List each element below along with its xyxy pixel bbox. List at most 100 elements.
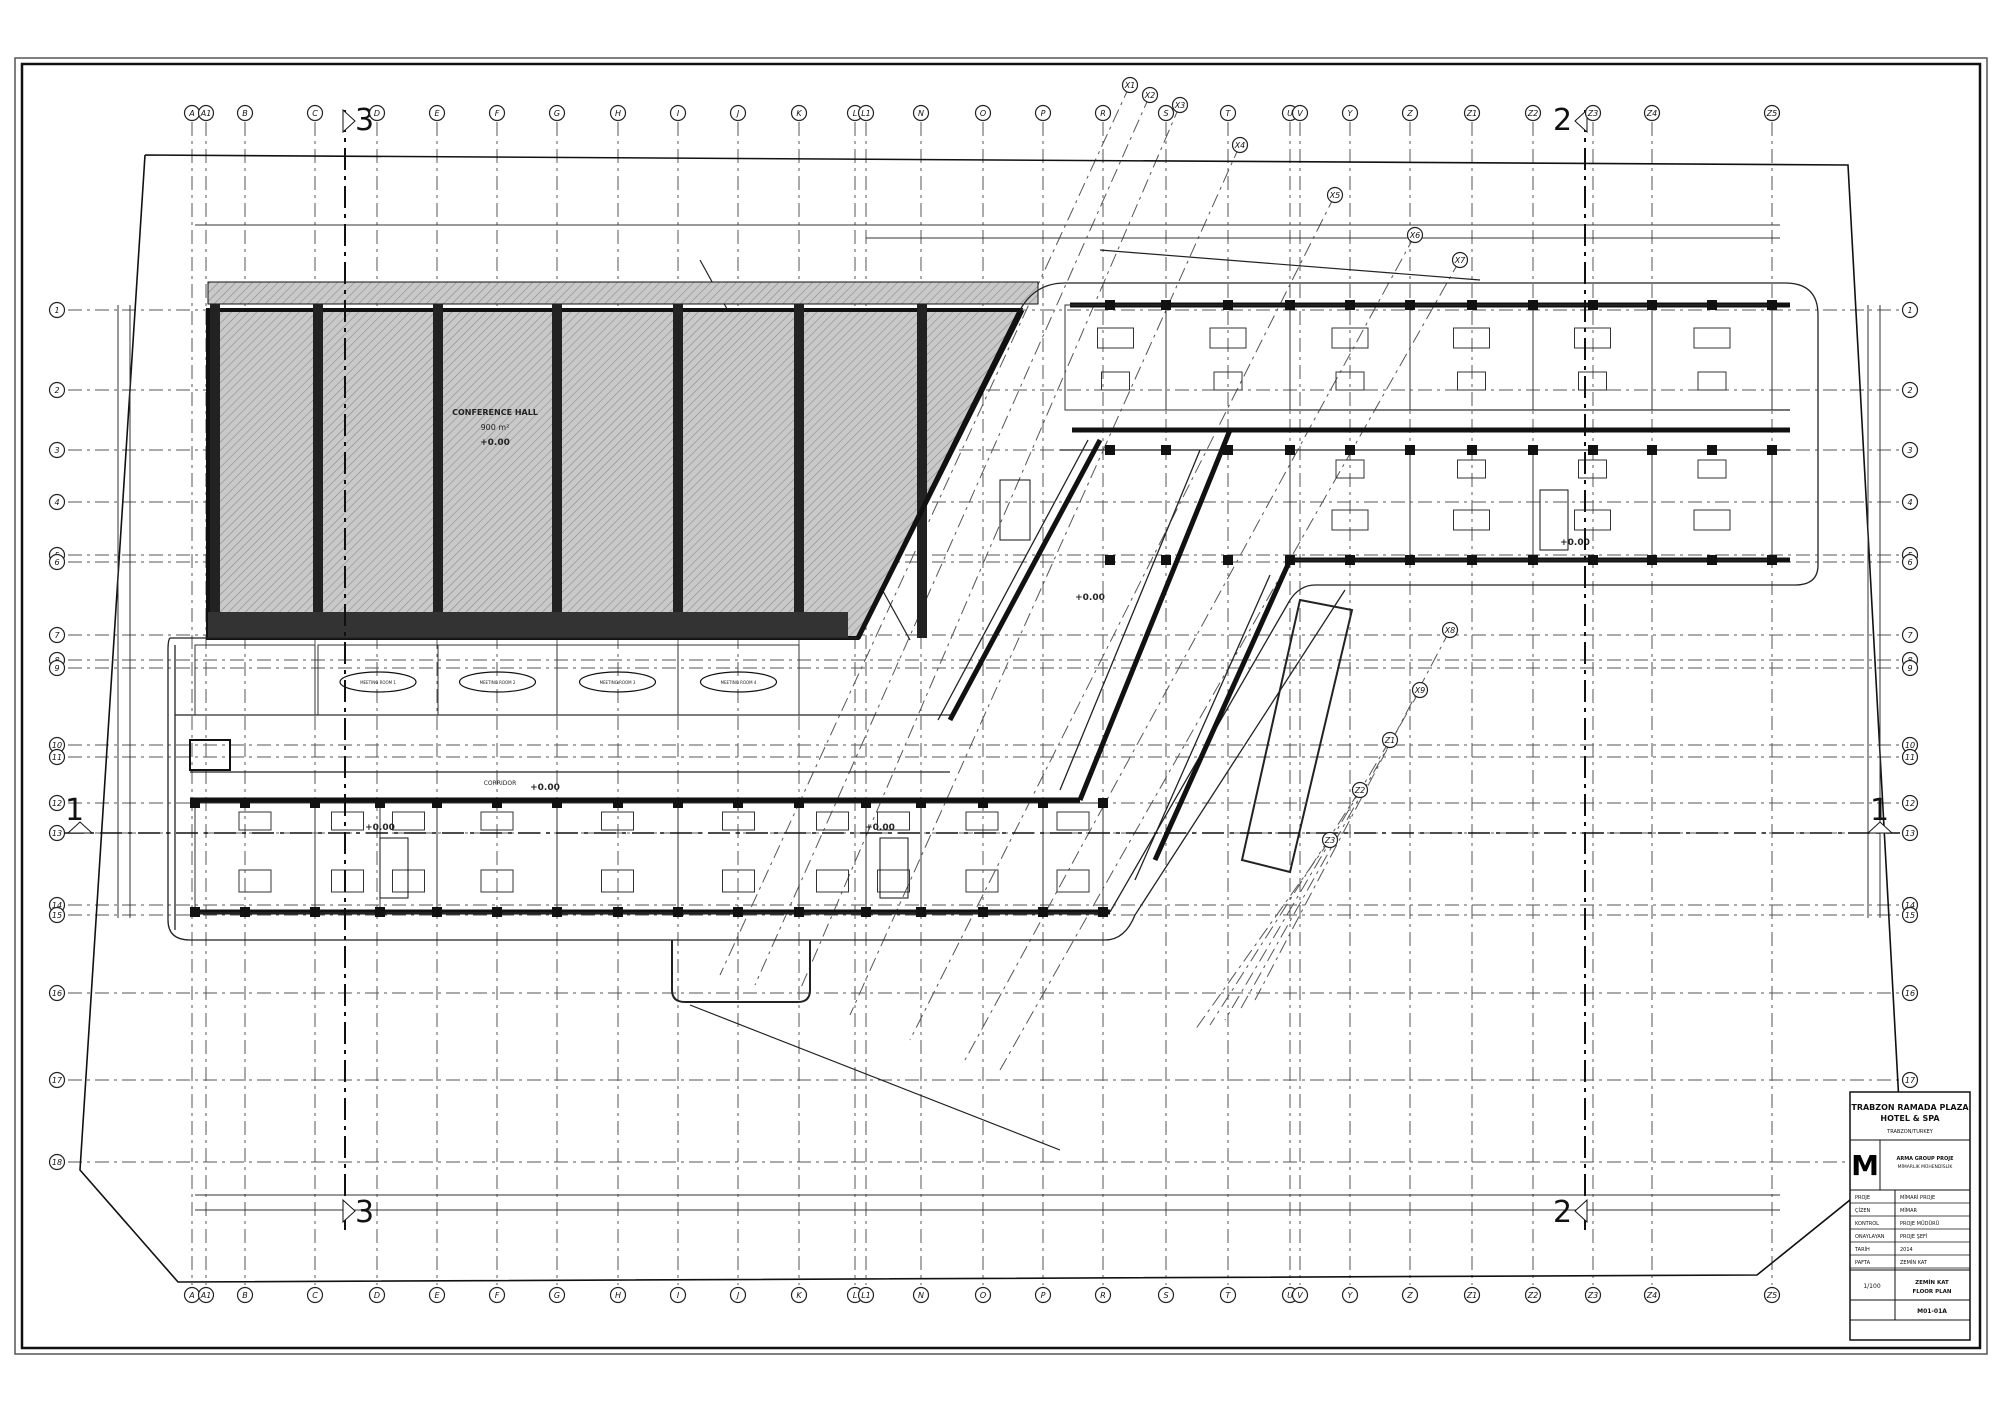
column: [1038, 798, 1048, 808]
column-bubble-top: E: [428, 104, 446, 122]
grid-bubble-circle: [1291, 1286, 1309, 1304]
column: [1038, 907, 1048, 917]
title-row-value: MİMARİ PROJE: [1900, 1194, 1935, 1201]
column: [375, 907, 385, 917]
column-bubble-top: O: [974, 104, 992, 122]
section-label-left: 1: [65, 793, 84, 828]
grid-bubble-label: 6: [54, 558, 59, 567]
angled-grid-bubble: X5: [1326, 186, 1344, 204]
row-bubble-left: 18: [48, 1153, 66, 1171]
grid-bubble-circle: [974, 104, 992, 122]
meeting-room-outline: [677, 644, 800, 716]
row-bubble-left: 17: [48, 1071, 66, 1089]
grid-bubble-circle: [48, 381, 66, 399]
column-bubble-bottom: Z4: [1643, 1286, 1661, 1304]
room-bathroom: [816, 811, 849, 831]
section-label-bottom-a: 3: [355, 1195, 374, 1230]
room-outline: [1651, 304, 1773, 411]
grid-bubble-label: D: [374, 109, 380, 118]
column: [794, 798, 804, 808]
column-bubble-top: Z: [1401, 104, 1419, 122]
column-bubble-top: R: [1094, 104, 1112, 122]
column-bubble-bottom: I: [669, 1286, 687, 1304]
grid-bubble-label: 2: [54, 386, 59, 395]
column: [432, 907, 442, 917]
grid-bubble-circle: [1901, 984, 1919, 1002]
column: [1405, 555, 1415, 565]
room-bed: [1056, 869, 1090, 893]
grid-line-angled: [964, 234, 1416, 1061]
column-bubble-bottom: O: [974, 1286, 992, 1304]
grid-bubble-label: Z2: [1354, 786, 1366, 795]
column-bubble-top: N: [912, 104, 930, 122]
meeting-table: [699, 671, 778, 693]
south-wing-wall: [190, 797, 1110, 915]
grid-line-angled: [909, 194, 1336, 1041]
hall-column-line: [794, 304, 804, 638]
column: [240, 907, 250, 917]
grid-bubble-label: G: [554, 1291, 560, 1300]
firm-logo: M: [1851, 1149, 1879, 1182]
title-row-key: PROJE: [1855, 1195, 1870, 1201]
conference-hall-area: [206, 308, 1024, 640]
title-row-key: ÇİZEN: [1855, 1207, 1871, 1214]
grid-bubble-label: X8: [1444, 626, 1456, 635]
guest-room: [1064, 304, 1167, 411]
room-bathroom: [965, 811, 999, 831]
south-entrance-canopy: [671, 940, 811, 1003]
column: [1105, 445, 1115, 455]
column: [1528, 445, 1538, 455]
grid-bubble-circle: [729, 1286, 747, 1304]
angled-grid-bubble: X3: [1171, 96, 1189, 114]
room-bed: [877, 869, 910, 893]
hall-column-line: [313, 304, 323, 638]
scale-value: 1/100: [1863, 1283, 1880, 1290]
title-row-value: PROJE ŞEFİ: [1900, 1233, 1927, 1240]
row-bubble-right: 6: [1901, 553, 1919, 571]
room-bed: [722, 869, 755, 893]
north-wing-wall: [1070, 302, 1790, 563]
column-bubble-top: T: [1219, 104, 1237, 122]
column: [733, 798, 743, 808]
title-row-value: MİMAR: [1900, 1207, 1918, 1214]
room-bed: [1209, 327, 1247, 349]
room-bed: [1331, 327, 1369, 349]
grid-bubble-label: Z: [1406, 109, 1413, 118]
column: [1467, 555, 1477, 565]
room-bed: [1574, 509, 1611, 531]
grid-bubble-label: I: [677, 109, 680, 118]
column-bubble-top: G: [548, 104, 566, 122]
room-bed: [1453, 509, 1490, 531]
grid-bubble-circle: [1406, 226, 1424, 244]
column: [861, 907, 871, 917]
column: [1405, 445, 1415, 455]
level-mark: +0.00: [1560, 538, 1590, 548]
row-bubble-right: 16: [1901, 984, 1919, 1002]
grid-bubble-circle: [1643, 104, 1661, 122]
title-row-key: ONAYLAYAN: [1855, 1234, 1885, 1240]
grid-bubble-label: D: [374, 1291, 380, 1300]
guest-room: [865, 802, 922, 914]
grid-bubble-circle: [306, 104, 324, 122]
guest-room: [1042, 802, 1104, 914]
grid-bubble-circle: [790, 1286, 808, 1304]
room-bathroom: [1101, 371, 1130, 391]
grid-bubble-circle: [1584, 104, 1602, 122]
grid-bubble-circle: [1901, 1071, 1919, 1089]
level-mark: +0.00: [1075, 593, 1105, 603]
column: [190, 907, 200, 917]
row-bubble-left: 6: [48, 553, 66, 571]
grid-bubble-label: H: [615, 1291, 621, 1300]
grid-bubble-label: Z: [1406, 1291, 1413, 1300]
grid-bubble-label: 3: [54, 446, 59, 455]
grid-bubble-circle: [1157, 104, 1175, 122]
grid-bubble-label: A: [188, 109, 194, 118]
hall-storage-band: [208, 612, 848, 638]
grid-bubble-label: G: [554, 109, 560, 118]
service-room: [194, 644, 316, 716]
room-bathroom: [1213, 371, 1243, 391]
meeting-room-label: MEETING ROOM 3: [600, 680, 636, 685]
grid-bubble-circle: [857, 1286, 875, 1304]
grid-bubble-circle: [48, 1071, 66, 1089]
